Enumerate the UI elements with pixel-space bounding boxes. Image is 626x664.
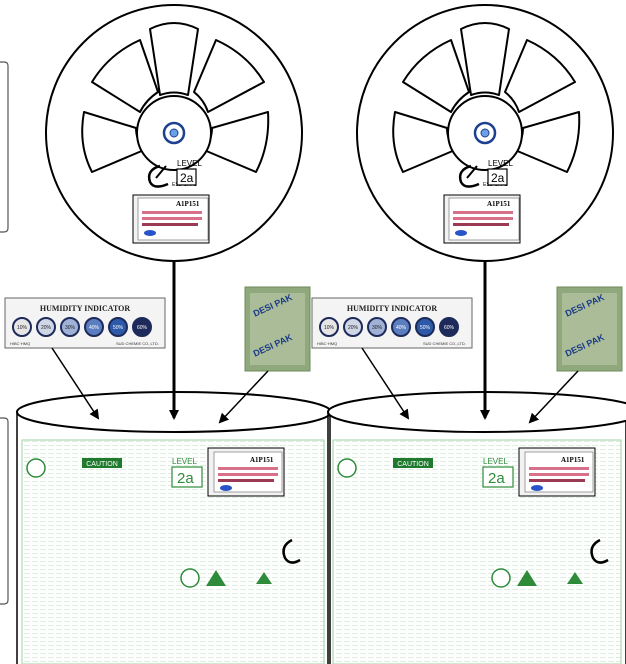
no-mark-icon [491,568,511,588]
arrow-humidity-to-bag-left [51,347,100,420]
samsung-logo-icon [220,485,232,491]
humidity-spot-label: 20% [348,325,359,331]
arrow-humidity-to-bag-right [361,347,410,420]
bag-reel-label: A1P151 [207,447,285,497]
reel-label: A1P151 [132,194,210,244]
bag-level-value: 2a [488,470,505,487]
humidity-spot-label: 30% [372,325,383,331]
bag-level-label: LEVEL [172,457,197,466]
samsung-logo-icon [455,230,467,236]
bag-level-value: 2a [177,470,194,487]
humidity-spot-label: 60% [137,325,148,331]
no-mark-icon [180,568,200,588]
bag-reel-label: A1P151 [518,447,596,497]
no-mark-icon [26,458,46,478]
esd-logo-icon [458,164,480,188]
humidity-spot-label: 10% [17,325,28,331]
humidity-card-title: HUMIDITY INDICATOR [40,304,131,313]
reel-label-code: A1P151 [176,200,200,208]
esd-warning-icon [517,570,537,586]
humidity-spot [132,317,152,337]
humidity-spot [439,317,459,337]
humidity-spots: 10% 20% 30% 40% 50% 60% [12,317,152,337]
humidity-card-left: HUMIDITY INDICATOR 10% 20% 30% 40% 50% 60% HI… [4,297,166,349]
humidity-spot-label: 50% [113,325,124,331]
desiccant-pack-left: DESI PAK DESI PAK [244,286,311,372]
humidity-spot [60,317,80,337]
samsung-logo-icon [531,485,543,491]
reel-label-code: A1P151 [487,200,511,208]
moisture-barrier-bag-left: CAUTION LEVEL 2a A1P151 [16,391,332,664]
recycle-icon [256,572,272,584]
bag-level-label: LEVEL [483,457,508,466]
humidity-spot [367,317,387,337]
humidity-spot-label: 20% [41,325,52,331]
reel-label: A1P151 [443,194,521,244]
humidity-spot [319,317,339,337]
humidity-spot [84,317,104,337]
reel-level-value: 2a [491,171,505,185]
bag-caution-label: CAUTION [397,461,429,468]
reel-level-value: 2a [180,171,194,185]
humidity-spot-label: 40% [89,325,100,331]
arrow-desiccant-to-bag-left [218,370,269,424]
moisture-barrier-bag-right: CAUTION LEVEL 2a A1P151 [327,391,626,664]
humidity-spot [415,317,435,337]
bag-caution-label: CAUTION [86,461,118,468]
bag-opening [327,391,626,433]
reel-left: ESD SAFE LEVEL 2a A1P151 [45,4,303,262]
reel-level-box [176,168,197,186]
humidity-card-footnote: HIBC·HMQ [317,341,337,346]
humidity-spot-label: 50% [420,325,431,331]
esd-logo-icon [590,538,609,564]
no-mark-icon [337,458,357,478]
recycle-icon [567,572,583,584]
humidity-spot [12,317,32,337]
side-bracket-bottom [0,417,9,605]
bag-label-code: A1P151 [561,456,585,464]
side-bracket-top [0,61,9,233]
humidity-card-maker: SUD CHEMIE CO.,LTD. [116,341,159,346]
samsung-logo-icon [144,230,156,236]
humidity-card-footnote: HIBC·HMQ [10,341,30,346]
desiccant-pack-right: DESI PAK DESI PAK [556,286,623,372]
esd-logo-icon [147,164,169,188]
esd-logo-icon [282,538,301,564]
humidity-card-maker: SUD CHEMIE CO.,LTD. [423,341,466,346]
esd-warning-icon [206,570,226,586]
humidity-spot [108,317,128,337]
humidity-spot-label: 60% [444,325,455,331]
humidity-spot-label: 40% [396,325,407,331]
humidity-spot-label: 10% [324,325,335,331]
arrow-desiccant-to-bag-right [528,370,579,424]
humidity-card-title: HUMIDITY INDICATOR [347,304,438,313]
humidity-card-right: HUMIDITY INDICATOR 10% 20% 30% 40% 50% 60% HI… [311,297,473,349]
humidity-spot [343,317,363,337]
bag-label-code: A1P151 [250,456,274,464]
humidity-spot [36,317,56,337]
humidity-spot-label: 30% [65,325,76,331]
reel-right: ESD SAFE LEVEL 2a A1P151 [356,4,614,262]
reel-level-label: LEVEL [177,159,202,168]
humidity-spots: 10% 20% 30% 40% 50% 60% [319,317,459,337]
humidity-spot [391,317,411,337]
reel-level-label: LEVEL [488,159,513,168]
